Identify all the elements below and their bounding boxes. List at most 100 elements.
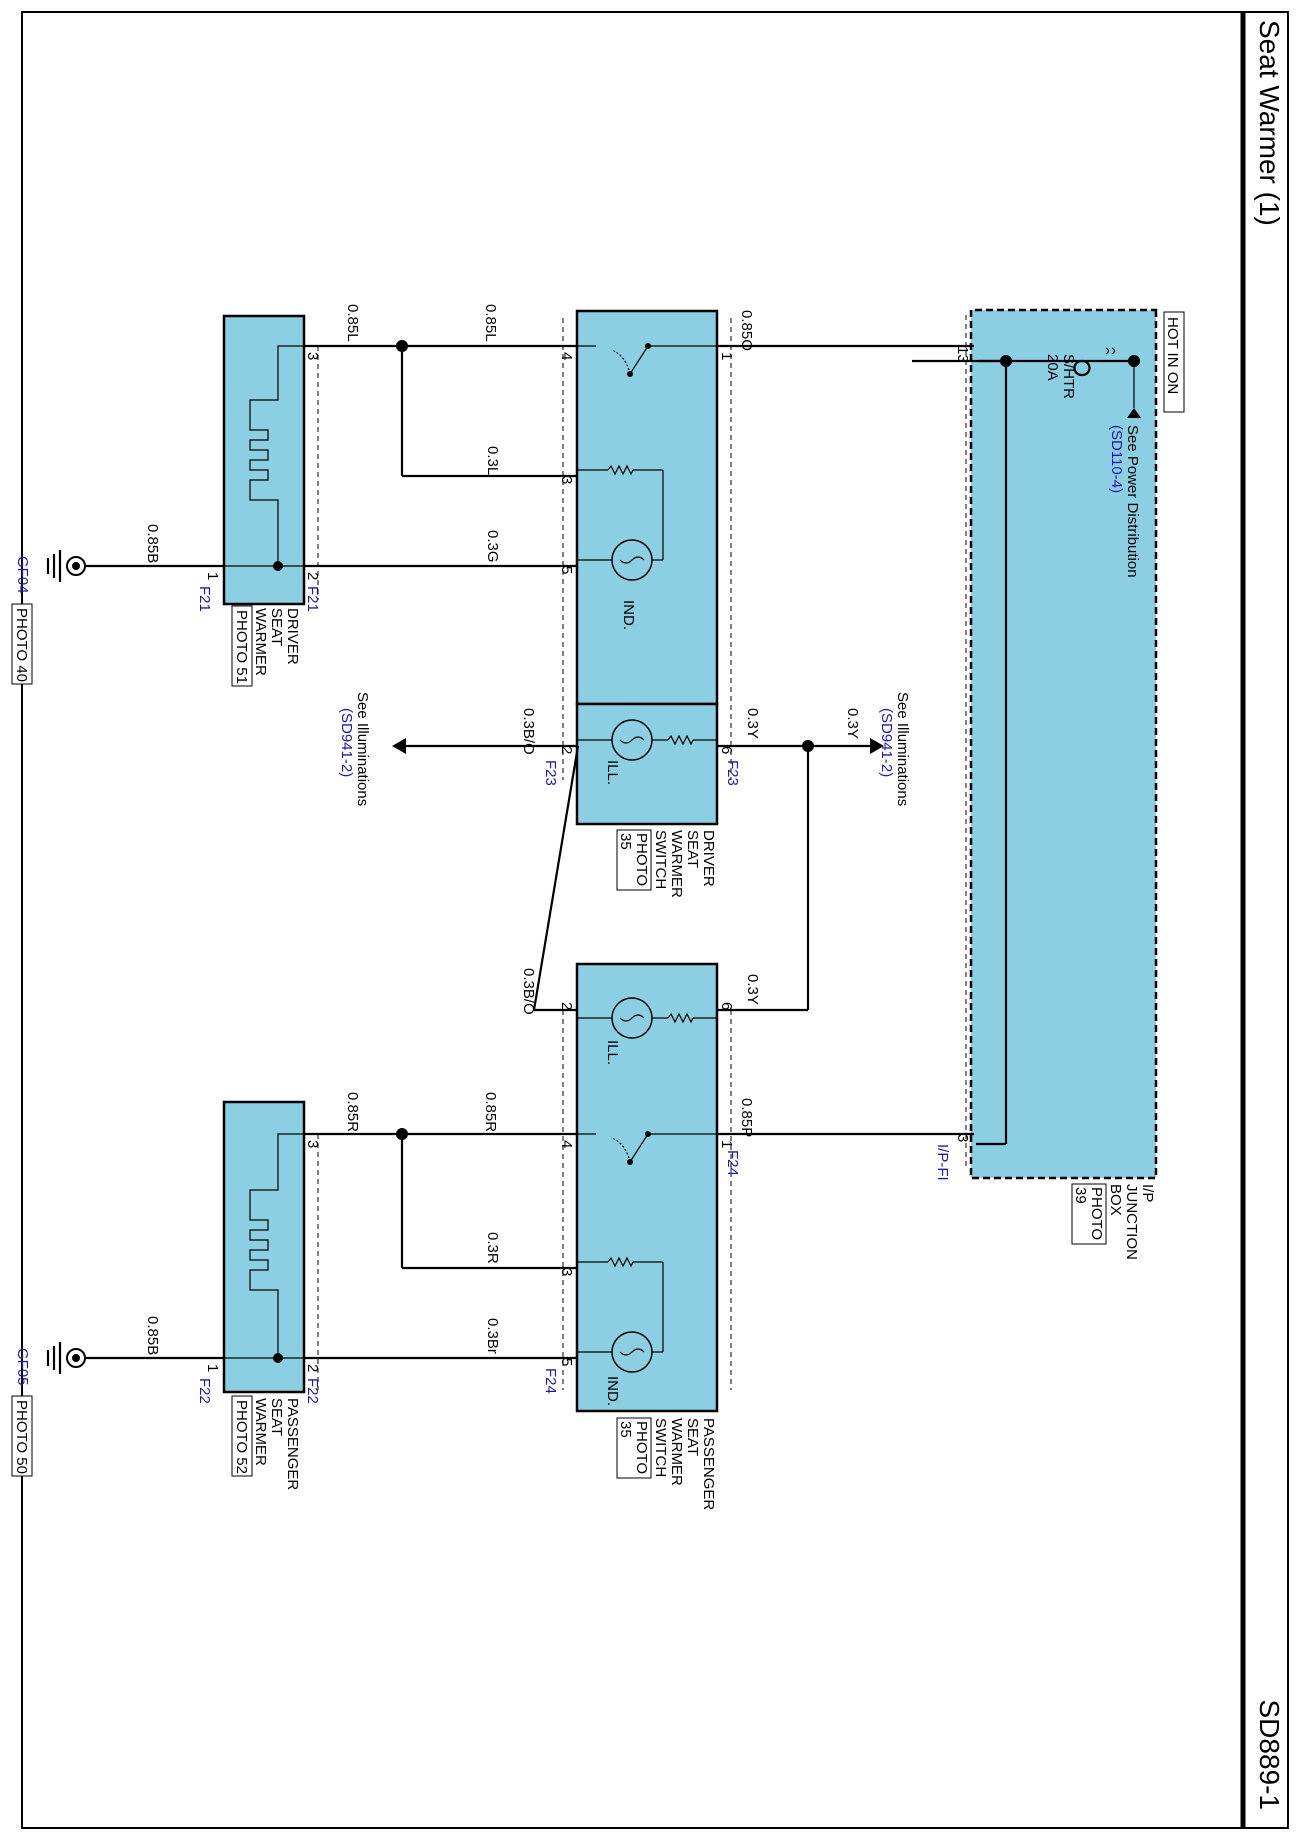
fuse-name: S/HTR xyxy=(1060,354,1077,399)
driver-warmer-pin-3: 3 xyxy=(304,352,321,360)
driver-warmer-name-2: SEAT xyxy=(268,608,285,646)
jb-connector: I/P-FI xyxy=(934,1144,951,1181)
passenger-sw-pin-3: 3 xyxy=(558,1268,575,1276)
passenger-ground-photo-box xyxy=(11,1395,33,1477)
passenger-warmer-photo-box xyxy=(231,1395,253,1477)
passenger-sw-pin-4: 4 xyxy=(558,1140,575,1148)
passenger-ind-label: IND. xyxy=(604,1376,621,1406)
passenger-warmer-photo: PHOTO 52 xyxy=(233,1400,250,1474)
passenger-sw-name-1: PASSENGER xyxy=(700,1418,717,1510)
driver-sw-name-3: WARMER xyxy=(668,830,685,898)
driver-warmer-name-3: WARMER xyxy=(252,608,269,676)
passenger-ground-photo: PHOTO 50 xyxy=(13,1400,30,1474)
wire-085P: 0.85P xyxy=(738,1098,755,1137)
wire-03Y-b: 0.3Y xyxy=(844,708,861,739)
hot-label-box xyxy=(1163,311,1185,413)
driver-indicator-lamp-icon xyxy=(578,539,663,581)
driver-sw-name-2: SEAT xyxy=(684,830,701,868)
wire-03G: 0.3G xyxy=(484,530,501,563)
driver-sw-photo-no: 35 xyxy=(617,833,634,850)
jb-name-2: JUNCTION xyxy=(1123,1184,1140,1260)
page-title: Seat Warmer (1) xyxy=(1254,20,1285,226)
wire-085B-a: 0.85B xyxy=(144,524,161,563)
jb-pin-13: 13 xyxy=(954,346,971,363)
passenger-sw-name-2: SEAT xyxy=(684,1418,701,1456)
passenger-indicator-lamp-icon xyxy=(578,1331,663,1373)
passenger-sw-conn-b: F24 xyxy=(542,1368,559,1394)
driver-sw-pin-2: 2 xyxy=(558,746,575,754)
illum-see-a: See Illuminations xyxy=(354,692,371,806)
ip-junction-box xyxy=(969,308,1158,1180)
driver-warmer-photo: PHOTO 51 xyxy=(233,610,250,684)
driver-sw-pin-1: 1 xyxy=(718,352,735,360)
driver-ill-lamp-icon-2 xyxy=(578,719,718,761)
wire-03BO-a: 0.3B/O xyxy=(520,708,537,755)
driver-resistor-icon xyxy=(578,464,664,560)
driver-ind-label: IND. xyxy=(620,600,637,630)
driver-sw-photo: PHOTO xyxy=(633,833,650,886)
passenger-sw-pin-5: 5 xyxy=(558,1358,575,1366)
wire-085B-b: 0.85B xyxy=(144,1316,161,1355)
driver-warmer-pin-1: 1 xyxy=(204,572,221,580)
passenger-sw-name-3: WARMER xyxy=(668,1418,685,1486)
illum-arrow-in xyxy=(870,738,884,754)
driver-warmer-photo-box xyxy=(231,605,253,687)
passenger-warmer-pin-1: 1 xyxy=(204,1364,221,1372)
driver-switch-contact-icon[interactable] xyxy=(578,343,718,377)
driver-warmer-pin-2: 2 xyxy=(304,572,321,580)
wire-03L: 0.3L xyxy=(484,446,501,475)
jb-name-3: BOX xyxy=(1107,1184,1124,1216)
illum-see-b: See Illuminations xyxy=(894,692,911,806)
driver-sw-conn-a: F23 xyxy=(724,760,741,786)
wire-085L-a: 0.85L xyxy=(482,304,499,342)
page-border xyxy=(21,11,1289,1829)
illum-ref-a: (SD941-2) xyxy=(338,708,355,777)
passenger-sw-photo-box xyxy=(616,1417,652,1479)
jb-photo-no: 39 xyxy=(1072,1187,1089,1204)
passenger-sw-photo-no: 35 xyxy=(617,1421,634,1438)
page-code: SD889-1 xyxy=(1254,1699,1285,1810)
passenger-switch-contact-icon[interactable] xyxy=(578,1131,718,1165)
passenger-ground-icon xyxy=(46,1342,86,1374)
jb-photo: PHOTO xyxy=(1088,1187,1105,1240)
passenger-warmer-pin-2: 2 xyxy=(304,1364,321,1372)
wire-085O: 0.85O xyxy=(738,310,755,351)
wire-03BO-b: 0.3B/O xyxy=(520,968,537,1015)
driver-warmer-conn-b: F21 xyxy=(196,586,213,612)
wire-03Br: 0.3Br xyxy=(484,1318,501,1354)
driver-sw-pin-3: 3 xyxy=(558,476,575,484)
jb-name-1: I/P xyxy=(1139,1184,1156,1202)
driver-ground-icon xyxy=(46,550,86,582)
driver-ground-photo: PHOTO 40 xyxy=(13,608,30,682)
passenger-ill-label: ILL. xyxy=(604,1040,621,1065)
passenger-warmer-conn-b: F22 xyxy=(196,1378,213,1404)
driver-sw-name-4: SWITCH xyxy=(652,830,669,889)
passenger-sw-name-4: SWITCH xyxy=(652,1418,669,1477)
driver-switch-body-right xyxy=(575,702,719,826)
driver-ground-label: GF04 xyxy=(14,556,31,594)
passenger-warmer-pin-3: 3 xyxy=(304,1140,321,1148)
driver-warmer-name-1: DRIVER xyxy=(284,608,301,665)
passenger-sw-conn-a: F24 xyxy=(724,1150,741,1176)
passenger-seat-warmer-switch xyxy=(575,962,719,1413)
wire-03R: 0.3R xyxy=(484,1232,501,1264)
see-power-text: See Power Distribution xyxy=(1124,425,1141,578)
passenger-sw-pin-6: 6 xyxy=(718,1002,735,1010)
driver-sw-pin-6: 6 xyxy=(718,746,735,754)
wire-085R-a: 0.85R xyxy=(482,1092,499,1132)
passenger-warmer-name-3: WARMER xyxy=(252,1398,269,1466)
wire-03Y-a: 0.3Y xyxy=(744,708,761,739)
fuse-icon[interactable] xyxy=(1073,347,1116,377)
driver-sw-pin-4: 4 xyxy=(558,352,575,360)
illum-ref-b: (SD941-2) xyxy=(878,708,895,777)
passenger-seat-warmer xyxy=(222,1100,306,1394)
passenger-warmer-name-2: SEAT xyxy=(268,1398,285,1436)
jb-pin-3: 3 xyxy=(954,1134,971,1142)
hot-label: HOT IN ON xyxy=(1164,317,1181,394)
passenger-ground-label: GF05 xyxy=(14,1348,31,1386)
passenger-sw-pin-1: 1 xyxy=(718,1140,735,1148)
illum-arrow-out xyxy=(392,738,406,754)
driver-ill-label-2: ILL. xyxy=(604,760,621,785)
driver-ground-photo-box xyxy=(11,603,33,685)
